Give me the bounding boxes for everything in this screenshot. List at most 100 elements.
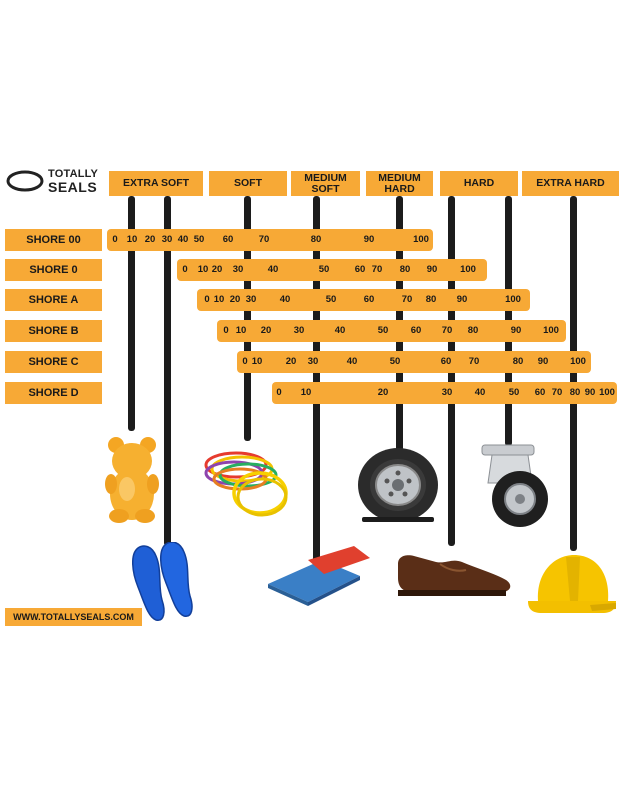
category-soft: SOFT — [209, 171, 287, 196]
tick-label: 10 — [235, 325, 247, 336]
tick-label: 70 — [401, 294, 413, 305]
tick-label: 40 — [267, 264, 279, 275]
scale-label-shore-c: SHORE C — [5, 351, 102, 373]
tick-label: 50 — [193, 234, 205, 245]
tick-label: 70 — [371, 264, 383, 275]
pole-8 — [570, 196, 577, 551]
scale-bar-shore-00: 0 10 20 30 40 50 60 70 80 90 100 — [107, 229, 433, 251]
tick-label: 30 — [441, 387, 453, 398]
category-extra-soft: EXTRA SOFT — [109, 171, 203, 196]
caster-wheel-icon — [481, 444, 548, 527]
tick-label: 0 — [223, 325, 229, 336]
tick-label: 100 — [460, 264, 476, 275]
tick-label: 30 — [232, 264, 244, 275]
tick-label: 90 — [510, 325, 522, 336]
tick-label: 80 — [467, 325, 479, 336]
scale-label-shore-a: SHORE A — [5, 289, 102, 311]
tick-label: 40 — [346, 356, 358, 367]
tick-label: 60 — [440, 356, 452, 367]
tick-label: 30 — [293, 325, 305, 336]
tick-label: 10 — [126, 234, 138, 245]
tick-label: 70 — [441, 325, 453, 336]
tick-label: 60 — [410, 325, 422, 336]
scale-label-shore-d: SHORE D — [5, 382, 102, 404]
tick-label: 40 — [177, 234, 189, 245]
rubber-bands-icon — [204, 451, 288, 517]
scale-label-shore-00: SHORE 00 — [5, 229, 102, 251]
gummy-bear-icon — [105, 437, 159, 523]
tick-label: 80 — [310, 234, 322, 245]
car-tire-icon — [358, 448, 438, 522]
tick-label: 70 — [468, 356, 480, 367]
tick-label: 80 — [399, 264, 411, 275]
tick-label: 40 — [334, 325, 346, 336]
tick-label: 60 — [354, 264, 366, 275]
hard-hat-icon — [528, 555, 616, 613]
tick-label: 20 — [285, 356, 297, 367]
tick-label: 60 — [363, 294, 375, 305]
tick-label: 10 — [197, 264, 209, 275]
tick-label: 0 — [276, 387, 282, 398]
category-hard: HARD — [440, 171, 518, 196]
tick-label: 10 — [213, 294, 225, 305]
tick-label: 90 — [537, 356, 549, 367]
tick-label: 40 — [279, 294, 291, 305]
tick-label: 50 — [377, 325, 389, 336]
pole-3 — [244, 196, 251, 441]
tick-label: 90 — [456, 294, 468, 305]
logo-line2: SEALS — [48, 179, 98, 195]
tick-label: 100 — [413, 234, 429, 245]
tick-label: 70 — [551, 387, 563, 398]
category-medium-soft: MEDIUM SOFT — [291, 171, 360, 196]
tick-label: 30 — [161, 234, 173, 245]
eraser-icon — [268, 546, 370, 606]
tick-label: 20 — [211, 264, 223, 275]
tick-label: 50 — [389, 356, 401, 367]
pole-4 — [313, 196, 320, 563]
leather-shoe-icon — [398, 555, 511, 596]
tick-label: 50 — [508, 387, 520, 398]
tick-label: 30 — [245, 294, 257, 305]
logo-ring-icon — [6, 170, 44, 192]
logo-line1: TOTALLY — [48, 168, 99, 180]
tick-label: 50 — [318, 264, 330, 275]
tick-label: 10 — [300, 387, 312, 398]
tick-label: 60 — [534, 387, 546, 398]
tick-label: 80 — [512, 356, 524, 367]
tick-label: 20 — [377, 387, 389, 398]
tick-label: 100 — [505, 294, 521, 305]
tick-label: 60 — [222, 234, 234, 245]
tick-label: 90 — [426, 264, 438, 275]
tick-label: 80 — [569, 387, 581, 398]
pole-1 — [128, 196, 135, 431]
totally-seals-logo: TOTALLY SEALS — [6, 166, 102, 196]
tick-label: 90 — [584, 387, 596, 398]
category-extra-hard: EXTRA HARD — [522, 171, 619, 196]
tick-label: 0 — [242, 356, 248, 367]
shoe-insoles-icon — [132, 542, 193, 621]
category-medium-hard: MEDIUM HARD — [366, 171, 433, 196]
tick-label: 80 — [425, 294, 437, 305]
tick-label: 20 — [144, 234, 156, 245]
tick-label: 70 — [258, 234, 270, 245]
tick-label: 20 — [229, 294, 241, 305]
scale-bar-shore-b: 0 10 20 30 40 50 60 70 80 90 100 — [217, 320, 566, 342]
tick-label: 40 — [474, 387, 486, 398]
tick-label: 0 — [204, 294, 210, 305]
website-url: WWW.TOTALLYSEALS.COM — [5, 608, 142, 626]
tick-label: 20 — [260, 325, 272, 336]
pole-2 — [164, 196, 171, 546]
tick-label: 50 — [325, 294, 337, 305]
tick-label: 100 — [570, 356, 586, 367]
tick-label: 0 — [182, 264, 188, 275]
scale-label-shore-b: SHORE B — [5, 320, 102, 342]
tick-label: 10 — [251, 356, 263, 367]
tick-label: 0 — [112, 234, 118, 245]
tick-label: 100 — [543, 325, 559, 336]
tick-label: 90 — [363, 234, 375, 245]
